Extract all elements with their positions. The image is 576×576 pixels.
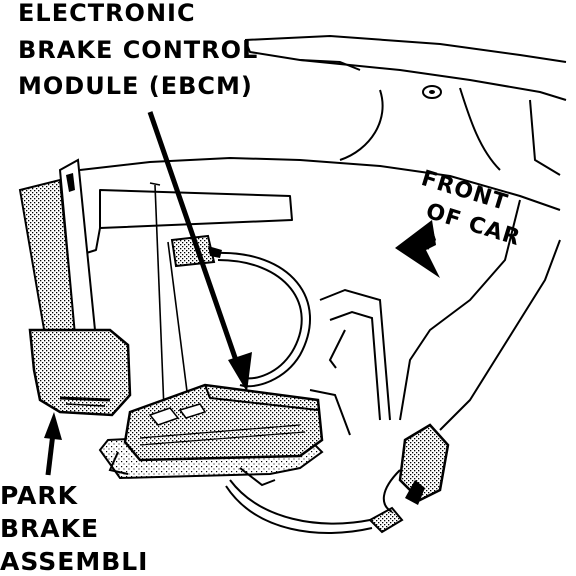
park-brake-label-line-3: ASSEMBLI	[0, 547, 149, 576]
park-brake-assembly	[28, 328, 132, 417]
kick-panel	[309, 288, 391, 436]
lower-connector	[368, 423, 450, 534]
mounting-lines	[149, 182, 191, 436]
ebcm-label-line-1: ELECTRONIC	[18, 0, 196, 27]
ebcm-module	[98, 383, 324, 487]
ebcm-label-line-2: BRAKE CONTROL	[18, 36, 259, 64]
park-brake-label-line-2: BRAKE	[0, 514, 100, 543]
dash-hole	[422, 85, 442, 99]
wiring-harness	[214, 251, 373, 534]
dashboard-outline	[79, 35, 567, 431]
ebcm-label-line-3: MODULE (EBCM)	[18, 72, 253, 100]
front-direction-arrow	[395, 220, 440, 278]
park-brake-arrow	[44, 412, 62, 476]
left-bracket	[18, 158, 97, 337]
ebcm-arrow	[147, 111, 252, 392]
park-brake-label-line-1: PARK	[0, 481, 78, 510]
